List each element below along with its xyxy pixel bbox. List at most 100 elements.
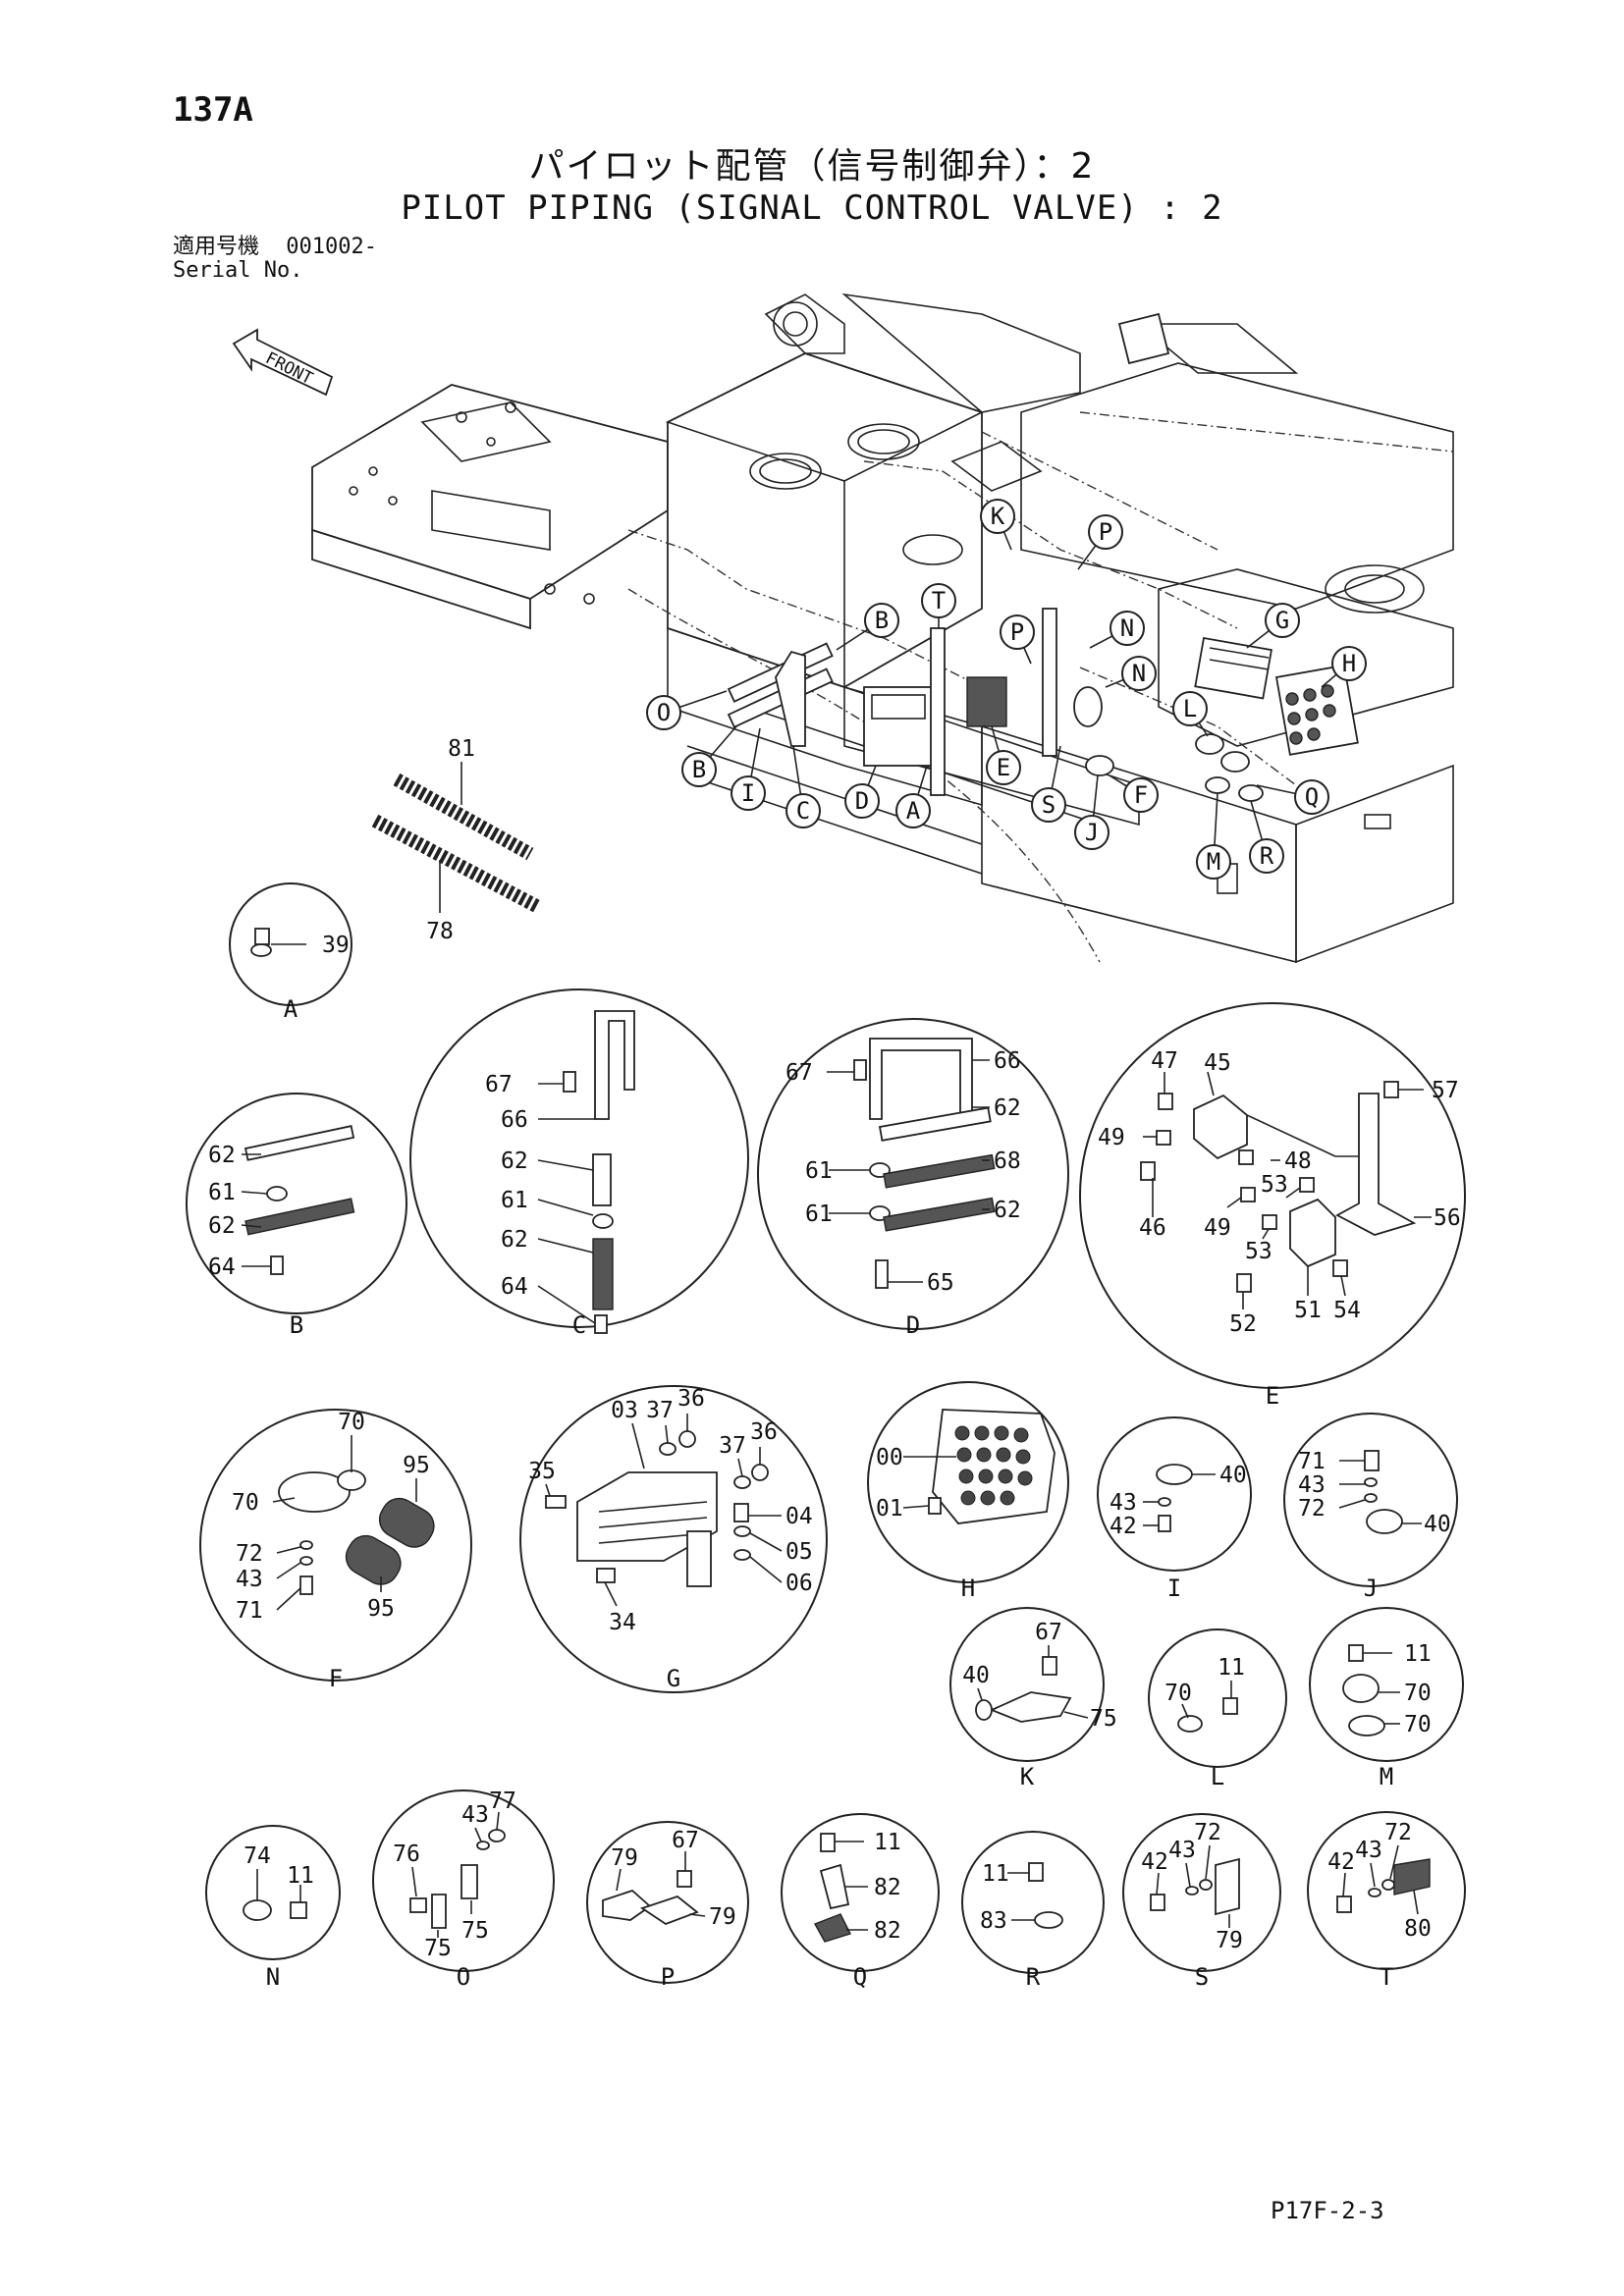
detail-N: 74 11 N bbox=[205, 1825, 341, 1991]
label-details-B-parts-2: 62 bbox=[208, 1213, 236, 1239]
callout-P-lower: P bbox=[1000, 614, 1035, 665]
label-details-T-parts-0: 72 bbox=[1384, 1820, 1412, 1845]
callout-O: O bbox=[646, 690, 728, 730]
label-main_callouts-B2: B bbox=[692, 756, 706, 783]
label-details-Q-parts-1: 82 bbox=[874, 1875, 901, 1900]
label-details-C-label: C bbox=[572, 1311, 586, 1339]
callout-B-upper: B bbox=[836, 603, 899, 651]
label-details-G-parts-7: 05 bbox=[785, 1539, 813, 1565]
callout-N-lower: N bbox=[1105, 656, 1157, 691]
label-details-S-parts-2: 42 bbox=[1141, 1849, 1168, 1875]
label-details-E-parts-3: 57 bbox=[1432, 1078, 1459, 1103]
label-details-F-parts-0: 70 bbox=[338, 1410, 365, 1435]
label-details-E-parts-2: 49 bbox=[1098, 1125, 1125, 1150]
label-details-C-parts-2: 62 bbox=[501, 1148, 528, 1174]
label-details-S-parts-3: 79 bbox=[1216, 1928, 1243, 1953]
label-main_callouts-P2: P bbox=[1010, 618, 1024, 646]
callout-P-upper: P bbox=[1077, 514, 1123, 570]
callout-L: L bbox=[1172, 691, 1209, 737]
label-details-A-label: A bbox=[284, 995, 298, 1023]
label-main_callouts-C: C bbox=[796, 797, 810, 825]
label-details-K-label: K bbox=[1020, 1763, 1035, 1790]
label-details-F-parts-5: 95 bbox=[367, 1596, 395, 1622]
label-details-T-parts-1: 43 bbox=[1355, 1838, 1382, 1863]
callout-M: M bbox=[1196, 792, 1231, 880]
detail-O: 76 43 77 75 75 O bbox=[372, 1789, 555, 1991]
detail-P: 79 67 79 P bbox=[586, 1821, 749, 1991]
label-details-J-parts-0: 71 bbox=[1298, 1449, 1326, 1474]
label-details-G-parts-1: 37 bbox=[646, 1398, 674, 1423]
label-details-T-label: T bbox=[1380, 1963, 1393, 1991]
label-details-C-parts-3: 61 bbox=[501, 1188, 528, 1213]
label-details-G-parts-8: 06 bbox=[785, 1571, 813, 1596]
label-details-A-parts-0: 39 bbox=[322, 933, 350, 958]
label-details-O-parts-1: 43 bbox=[461, 1802, 489, 1828]
label-details-P-parts-1: 79 bbox=[611, 1845, 638, 1871]
callout-C: C bbox=[785, 745, 821, 828]
machine-frame-illustration bbox=[311, 293, 1454, 964]
g-manifold-block bbox=[1194, 636, 1272, 700]
label-details-E-parts-0: 47 bbox=[1151, 1048, 1178, 1074]
label-details-E-parts-1: 45 bbox=[1204, 1050, 1231, 1076]
label-details-I-parts-2: 42 bbox=[1110, 1514, 1137, 1539]
serial-label-english: Serial No. bbox=[173, 258, 303, 283]
label-details-B-label: B bbox=[290, 1311, 303, 1339]
callout-H: H bbox=[1321, 646, 1367, 688]
detail-G: 03 37 36 37 36 35 04 05 06 34 G bbox=[519, 1385, 828, 1693]
page-footer-code: P17F-2-3 bbox=[1271, 2197, 1384, 2224]
h-valve-block bbox=[1274, 664, 1359, 756]
label-details-L-label: L bbox=[1211, 1763, 1224, 1790]
detail-E: 47 45 49 57 48 53 46 49 53 56 52 51 54 E bbox=[1079, 1002, 1466, 1410]
label-main_callouts-R: R bbox=[1260, 842, 1274, 870]
label-details-D-label: D bbox=[906, 1311, 920, 1339]
label-details-N-parts-1: 11 bbox=[287, 1863, 314, 1889]
label-details-N-label: N bbox=[266, 1963, 280, 1991]
label-main_callouts-G: G bbox=[1275, 607, 1289, 634]
label-main_callouts-S: S bbox=[1042, 791, 1056, 819]
callout-R: R bbox=[1249, 800, 1284, 874]
label-details-B-parts-0: 62 bbox=[208, 1143, 236, 1168]
label-details-R-label: R bbox=[1026, 1963, 1041, 1991]
label-details-K-parts-1: 40 bbox=[962, 1663, 990, 1688]
label-details-O-parts-2: 76 bbox=[393, 1842, 420, 1867]
label-details-D-parts-2: 62 bbox=[994, 1095, 1021, 1121]
label-details-S-parts-1: 43 bbox=[1168, 1838, 1196, 1863]
serial-value: 001002- bbox=[286, 235, 377, 259]
label-details-E-parts-7: 49 bbox=[1204, 1215, 1231, 1241]
front-arrow-icon: FRONT bbox=[232, 328, 334, 397]
label-details-Q-parts-0: 11 bbox=[874, 1830, 901, 1855]
label-main_callouts-K: K bbox=[991, 503, 1005, 530]
label-details-H-parts-1: 01 bbox=[876, 1496, 903, 1522]
label-details-D-parts-3: 61 bbox=[805, 1158, 833, 1184]
label-main_callouts-P1: P bbox=[1099, 518, 1112, 546]
detail-K: 67 40 75 K bbox=[949, 1607, 1117, 1790]
label-details-K-parts-0: 67 bbox=[1035, 1620, 1062, 1645]
callout-G: G bbox=[1246, 603, 1300, 649]
label-main_callouts-L: L bbox=[1183, 695, 1197, 722]
label-details-L-parts-1: 70 bbox=[1164, 1681, 1192, 1706]
label-details-P-parts-0: 67 bbox=[672, 1828, 699, 1853]
label-details-S-parts-0: 72 bbox=[1194, 1820, 1221, 1845]
callout-S: S bbox=[1031, 745, 1066, 823]
label-main_callouts-H: H bbox=[1342, 650, 1356, 677]
label-details-E-parts-8: 53 bbox=[1245, 1239, 1272, 1264]
page-title-english: PILOT PIPING (SIGNAL CONTROL VALVE) : 2 bbox=[401, 188, 1223, 228]
label-details-G-parts-9: 34 bbox=[609, 1610, 636, 1635]
label-details-K-parts-2: 75 bbox=[1090, 1706, 1117, 1732]
label-details-E-parts-6: 46 bbox=[1139, 1215, 1166, 1241]
label-main_callouts-D: D bbox=[855, 787, 869, 815]
label-details-F-parts-6: 71 bbox=[236, 1598, 263, 1624]
label-details-H-parts-0: 00 bbox=[876, 1445, 903, 1470]
label-details-C-parts-0: 67 bbox=[485, 1072, 513, 1097]
label-details-O-parts-3: 75 bbox=[461, 1918, 489, 1944]
label-details-G-parts-4: 36 bbox=[750, 1419, 778, 1445]
callout-K: K bbox=[980, 499, 1015, 551]
label-details-E-parts-4: 48 bbox=[1284, 1148, 1312, 1174]
label-details-P-parts-2: 79 bbox=[709, 1904, 736, 1930]
detail-S: 72 43 42 79 S bbox=[1122, 1813, 1281, 1991]
callout-E: E bbox=[986, 725, 1021, 785]
detail-F: 70 70 95 72 43 95 71 F bbox=[199, 1409, 472, 1692]
label-details-G-parts-3: 37 bbox=[719, 1433, 746, 1459]
label-main_callouts-T: T bbox=[932, 587, 946, 614]
